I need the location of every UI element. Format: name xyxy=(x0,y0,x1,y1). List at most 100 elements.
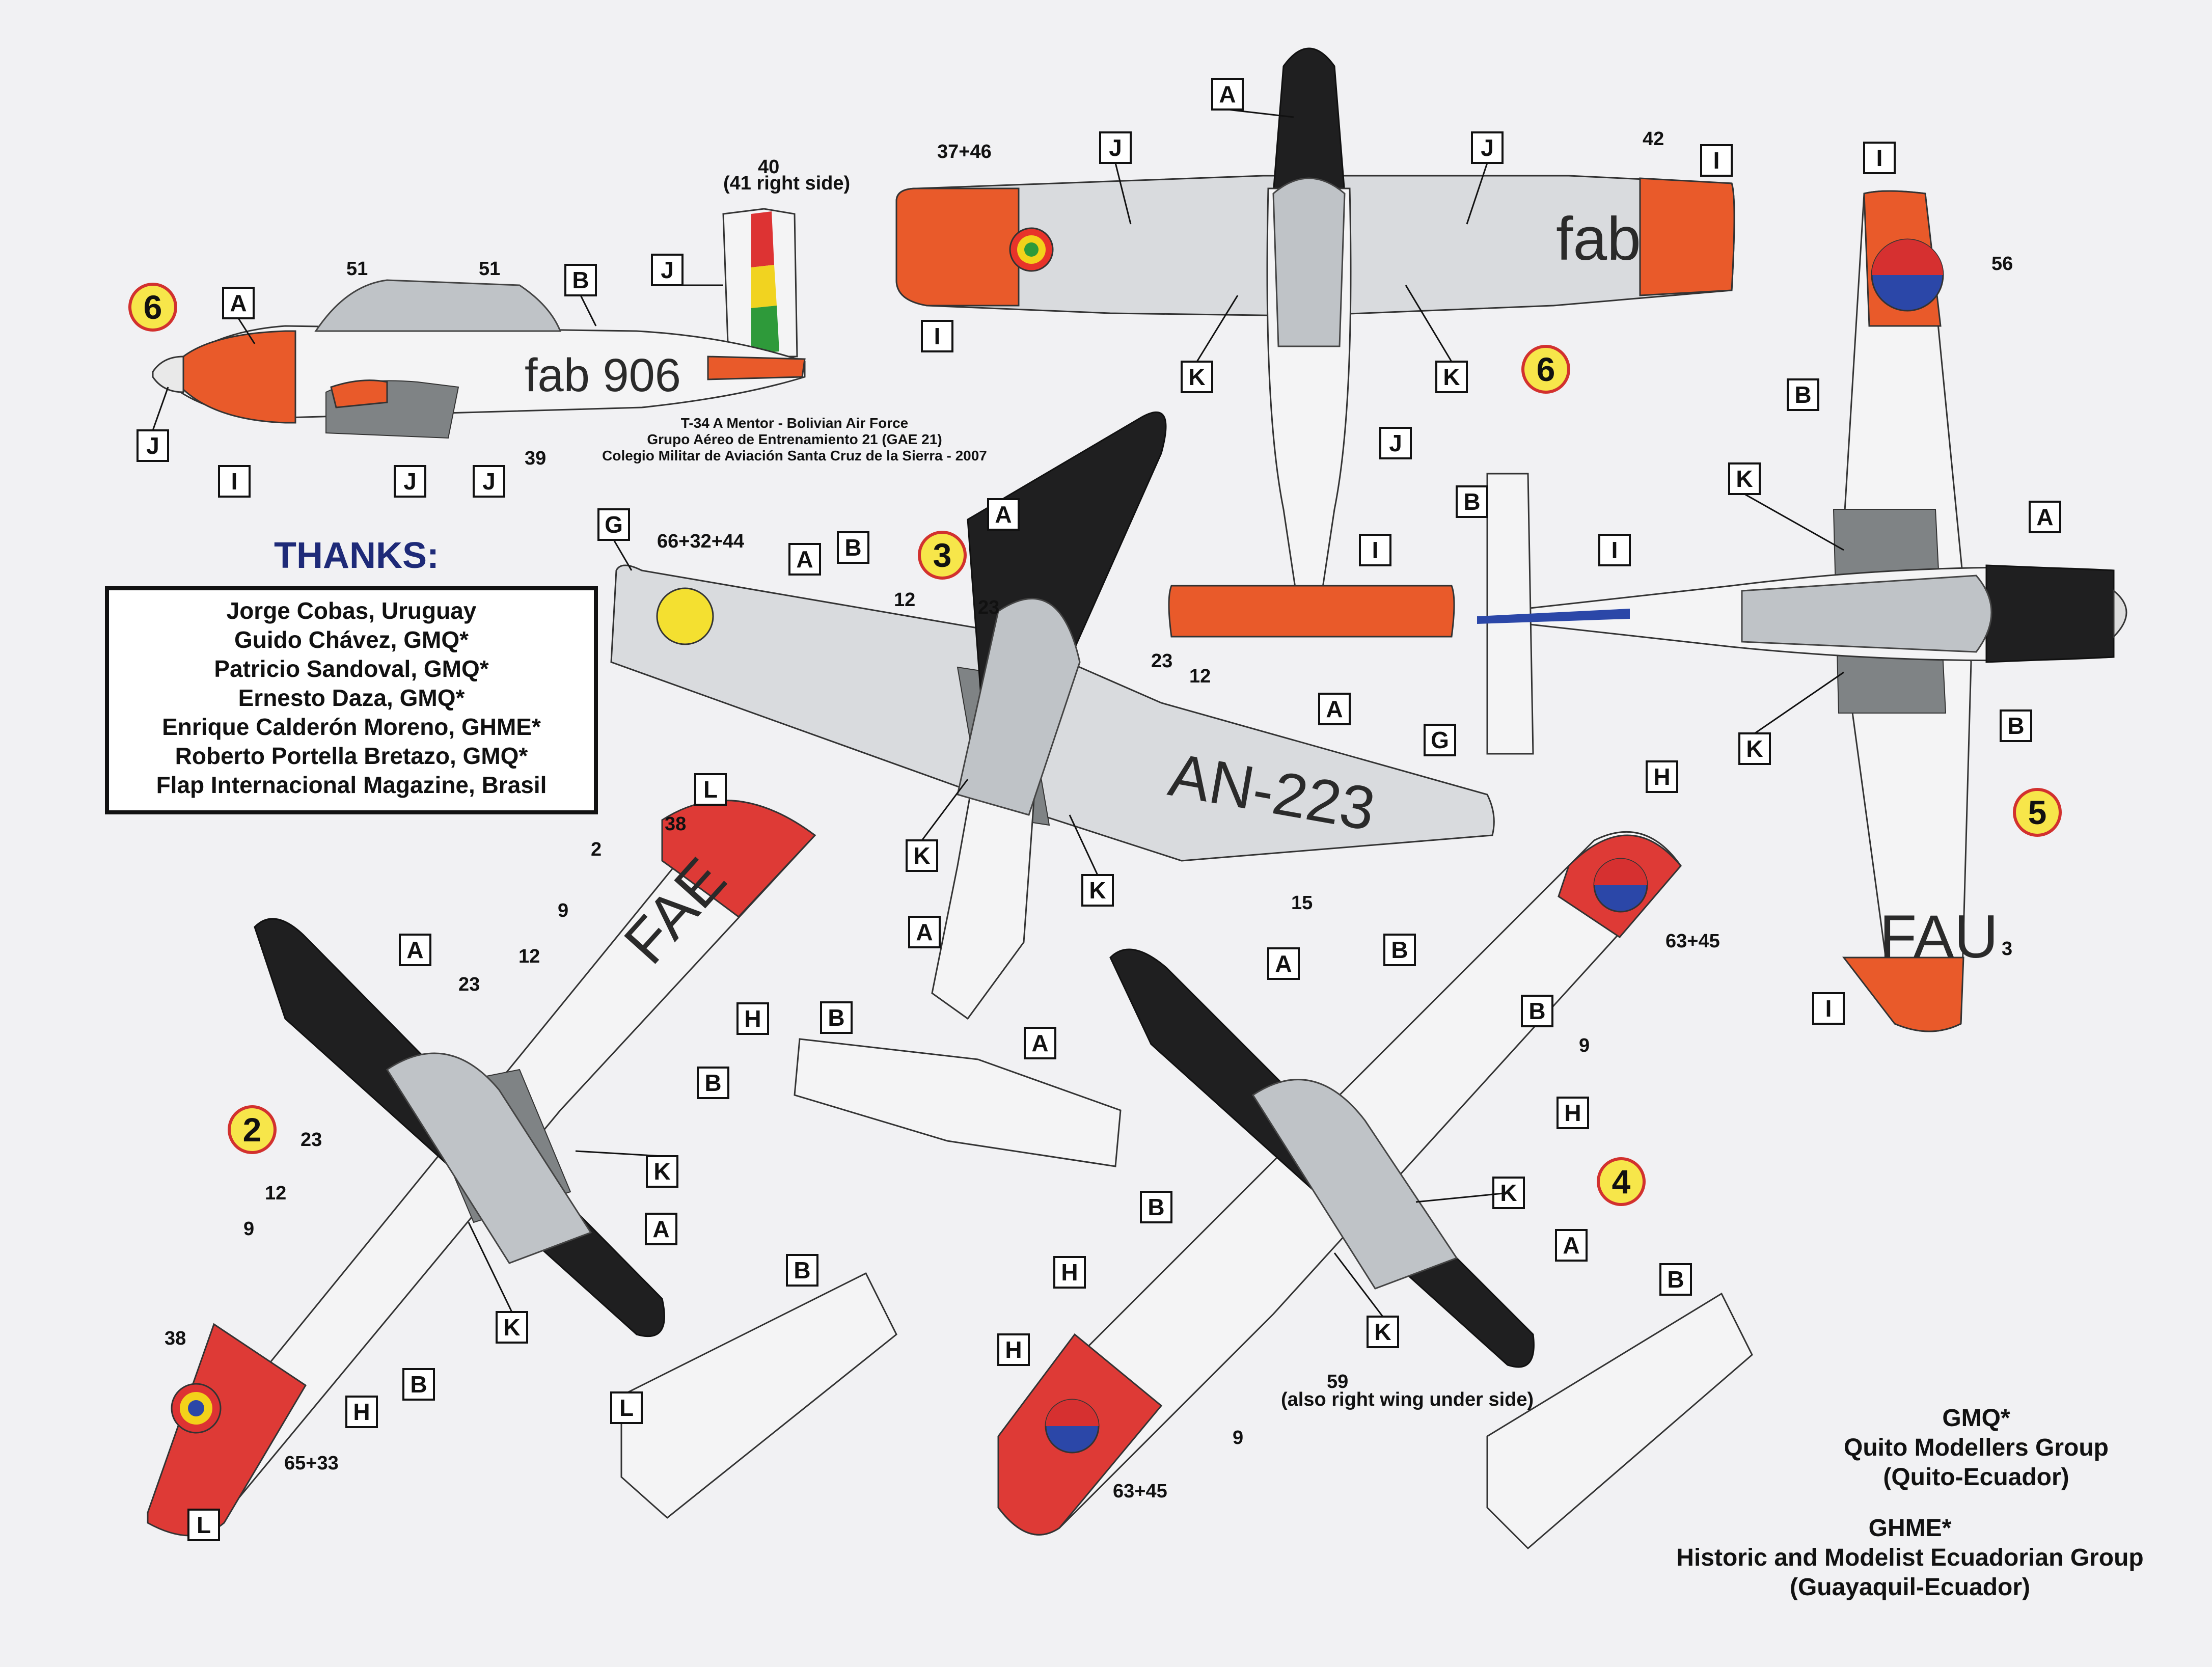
svg-text:H: H xyxy=(1564,1100,1581,1126)
callout-A: A xyxy=(908,916,941,948)
svg-text:I: I xyxy=(1876,145,1883,171)
callout-K: K xyxy=(1367,1316,1399,1348)
callout-I: I xyxy=(1359,534,1391,566)
num-12d: 12 xyxy=(265,1183,286,1204)
caption-line-1: T-34 A Mentor - Bolivian Air Force xyxy=(681,415,909,431)
svg-text:B: B xyxy=(1463,488,1480,515)
aircraft-5-top-view: FAU xyxy=(1477,190,2127,1032)
callout-J: J xyxy=(136,429,169,462)
num-59-note: (also right wing under side) xyxy=(1281,1389,1534,1410)
num-9d: 9 xyxy=(1233,1427,1243,1449)
caption-line-2: Grupo Aéreo de Entrenamiento 21 (GAE 21) xyxy=(647,431,942,447)
callout-K: K xyxy=(1081,874,1114,907)
num-51b: 51 xyxy=(479,258,500,280)
decal-numbers: 40 (41 right side) 51 51 39 37+46 42 56 … xyxy=(165,128,2013,1502)
num-2: 2 xyxy=(591,839,602,860)
caption-line-3: Colegio Militar de Aviación Santa Cruz d… xyxy=(602,448,987,463)
caption-block: T-34 A Mentor - Bolivian Air Force Grupo… xyxy=(602,415,987,463)
svg-text:L: L xyxy=(703,776,718,803)
num-9b: 9 xyxy=(1579,1035,1590,1056)
callout-A: A xyxy=(1318,693,1351,725)
num-12b: 12 xyxy=(1189,666,1211,687)
svg-text:J: J xyxy=(403,468,417,495)
callout-A: A xyxy=(222,287,255,319)
callout-B: B xyxy=(1140,1191,1172,1223)
svg-text:H: H xyxy=(744,1005,761,1032)
callout-B: B xyxy=(564,264,597,296)
svg-text:B: B xyxy=(1528,998,1545,1024)
badge-5: 5 xyxy=(2013,788,2062,837)
thanks-block: THANKS: Jorge Cobas, Uruguay Guido Cháve… xyxy=(105,535,598,814)
svg-text:4: 4 xyxy=(1612,1163,1631,1200)
ghme-place: (Guayaquil-Ecuador) xyxy=(1790,1574,2030,1601)
num-42: 42 xyxy=(1643,128,1664,150)
num-41: (41 right side) xyxy=(723,173,850,194)
svg-text:G: G xyxy=(605,511,623,538)
svg-text:H: H xyxy=(1061,1259,1078,1286)
num-39: 39 xyxy=(525,448,546,469)
num-12a: 12 xyxy=(894,589,915,611)
num-63-45a: 63+45 xyxy=(1665,931,1720,952)
aircraft-6-top-view: fab xyxy=(895,47,1735,638)
thanks-name: Roberto Portella Bretazo, GMQ* xyxy=(175,743,528,769)
badge-3: 3 xyxy=(918,531,967,580)
svg-text:J: J xyxy=(1481,134,1494,161)
svg-text:B: B xyxy=(410,1371,427,1398)
svg-text:I: I xyxy=(1612,537,1618,563)
svg-text:A: A xyxy=(1219,81,1236,107)
badge-2: 2 xyxy=(228,1105,277,1154)
callout-B: B xyxy=(837,531,869,564)
svg-text:L: L xyxy=(197,1512,211,1538)
callout-A: A xyxy=(987,498,1020,531)
svg-text:B: B xyxy=(828,1004,844,1031)
thanks-name: Guido Chávez, GMQ* xyxy=(234,626,469,653)
svg-text:K: K xyxy=(1443,364,1460,390)
num-9a: 9 xyxy=(558,900,568,921)
svg-text:I: I xyxy=(1825,995,1832,1022)
callout-K: K xyxy=(646,1155,678,1188)
svg-text:B: B xyxy=(1794,381,1811,408)
svg-text:A: A xyxy=(916,919,933,945)
svg-text:K: K xyxy=(1746,735,1763,762)
svg-text:G: G xyxy=(1431,727,1449,753)
svg-text:A: A xyxy=(406,937,423,963)
callout-J: J xyxy=(1471,131,1504,164)
svg-text:A: A xyxy=(1326,696,1343,722)
callout-K: K xyxy=(496,1311,528,1344)
svg-text:B: B xyxy=(844,534,861,561)
callout-A: A xyxy=(1024,1027,1056,1059)
svg-text:K: K xyxy=(1374,1319,1391,1345)
callout-H: H xyxy=(1556,1097,1589,1129)
callout-K: K xyxy=(1738,732,1771,765)
svg-text:B: B xyxy=(794,1257,810,1283)
svg-text:3: 3 xyxy=(933,536,952,574)
callout-B: B xyxy=(1659,1263,1692,1296)
svg-text:K: K xyxy=(653,1158,670,1185)
svg-text:5: 5 xyxy=(2028,794,2047,831)
callout-J: J xyxy=(1099,131,1132,164)
callout-B: B xyxy=(1456,485,1488,518)
callout-A: A xyxy=(788,543,821,576)
callout-H: H xyxy=(997,1333,1030,1366)
num-37-46: 37+46 xyxy=(937,141,992,162)
thanks-name: Patricio Sandoval, GMQ* xyxy=(214,655,488,682)
callout-A: A xyxy=(645,1213,677,1245)
callout-I: I xyxy=(1863,142,1896,174)
ghme-name: Historic and Modelist Ecuadorian Group xyxy=(1676,1544,2143,1571)
svg-text:6: 6 xyxy=(144,288,162,326)
num-23b: 23 xyxy=(1151,650,1172,672)
groups-legend: GMQ* Quito Modellers Group (Quito-Ecuado… xyxy=(1676,1405,2143,1601)
svg-text:H: H xyxy=(1653,763,1670,790)
callout-A: A xyxy=(399,934,431,966)
aircraft-4-top-view xyxy=(997,831,1753,1550)
callout-I: I xyxy=(218,465,251,498)
callout-J: J xyxy=(394,465,426,498)
thanks-name: Jorge Cobas, Uruguay xyxy=(227,597,477,624)
svg-text:B: B xyxy=(1148,1194,1164,1220)
svg-text:J: J xyxy=(1389,430,1402,456)
num-12c: 12 xyxy=(518,946,540,967)
svg-text:H: H xyxy=(353,1399,370,1425)
scheme-badges: 6 6 3 5 2 4 xyxy=(128,283,2062,1206)
fab-marking: fab xyxy=(1556,205,1641,273)
